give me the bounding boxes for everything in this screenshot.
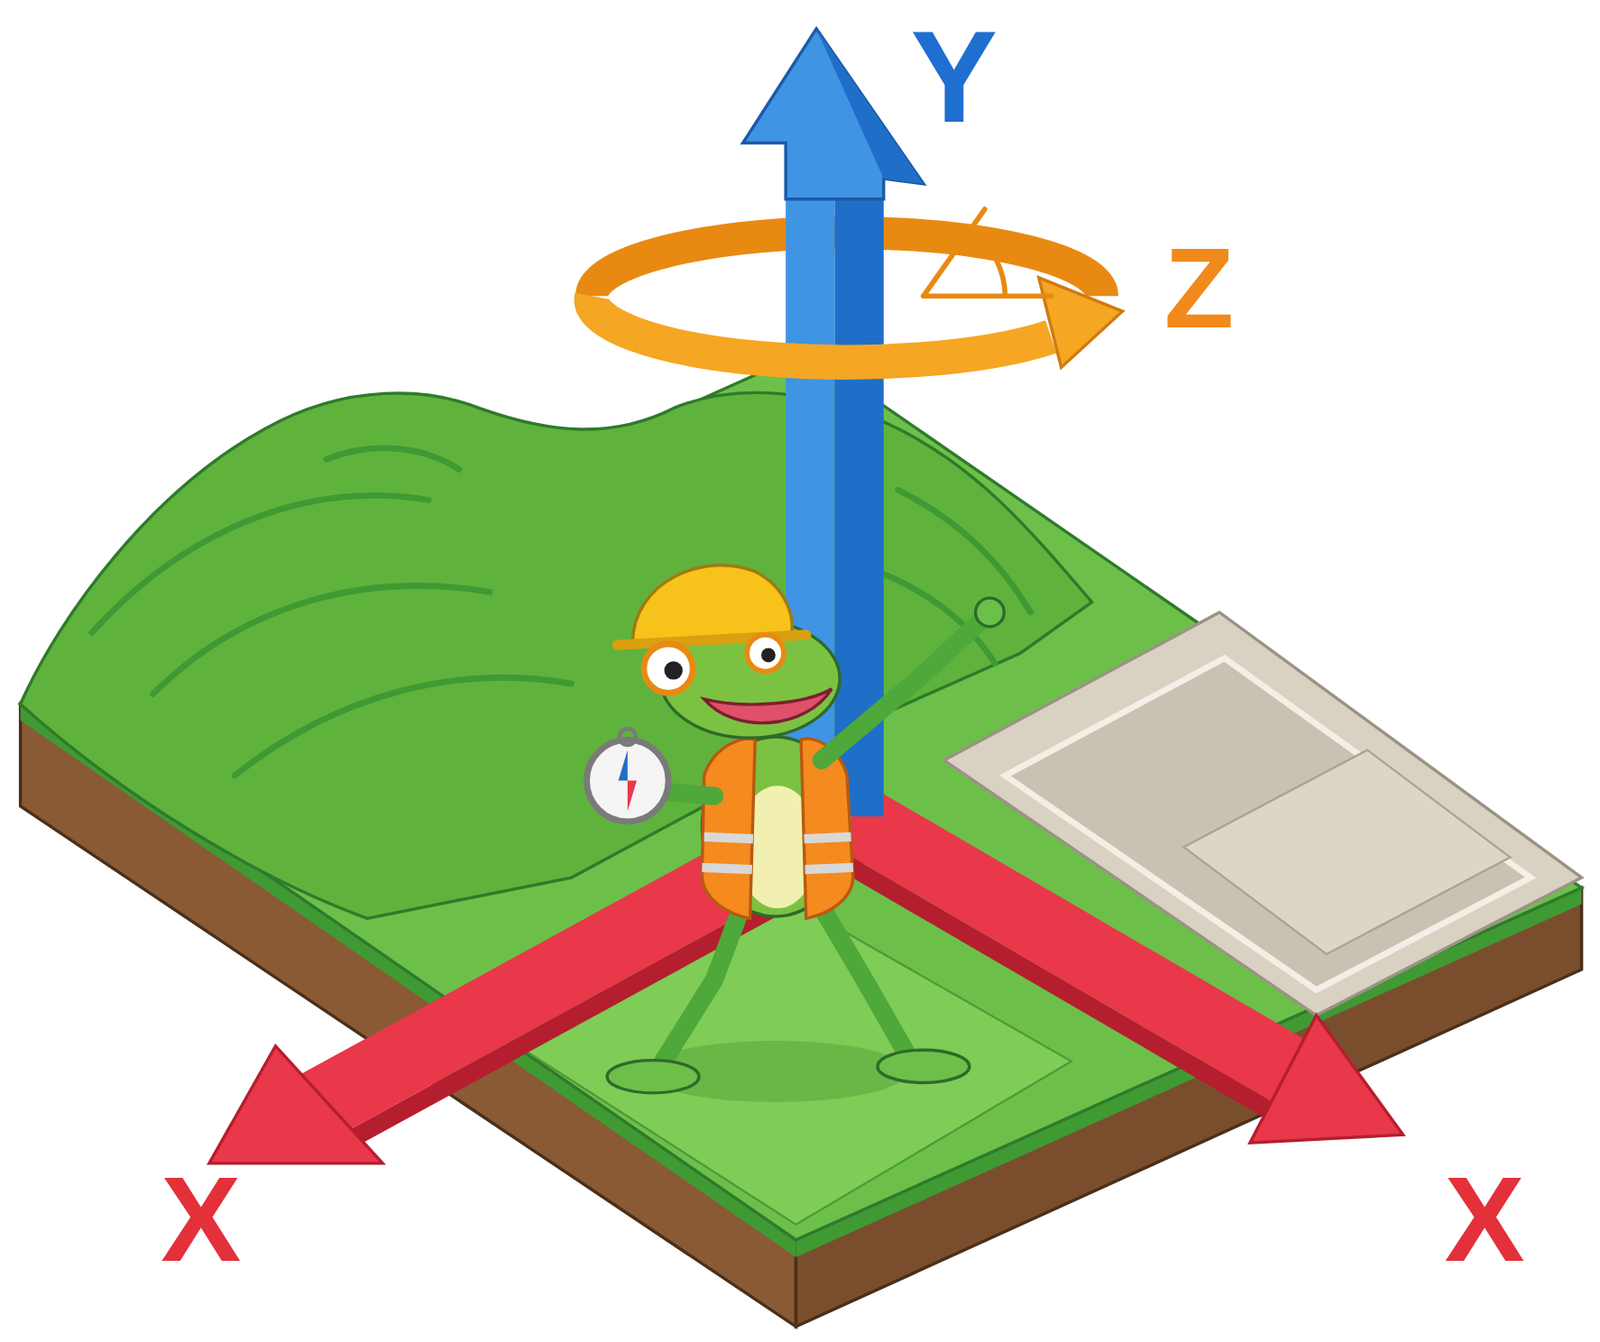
x-axis-right <box>834 785 1334 1118</box>
hill-contours <box>91 448 1031 776</box>
x-axis-left-head <box>209 1046 383 1164</box>
axis-label: X <box>160 1158 241 1280</box>
axis-label: X <box>1444 1158 1526 1280</box>
axis-label: Z <box>1164 230 1234 346</box>
axis-label: Y <box>910 10 999 142</box>
rotation-ring-front <box>591 295 1051 362</box>
y-axis-head <box>743 28 924 200</box>
x-axis-right-side <box>834 846 1299 1138</box>
y-axis-head-shade <box>816 28 924 184</box>
x-axis-right-head <box>1250 1015 1404 1143</box>
angle-symbol <box>923 209 1051 296</box>
rotation-ring-head <box>1039 277 1123 368</box>
paving-slab <box>1183 750 1510 955</box>
frog-surveyor <box>587 565 1005 1103</box>
